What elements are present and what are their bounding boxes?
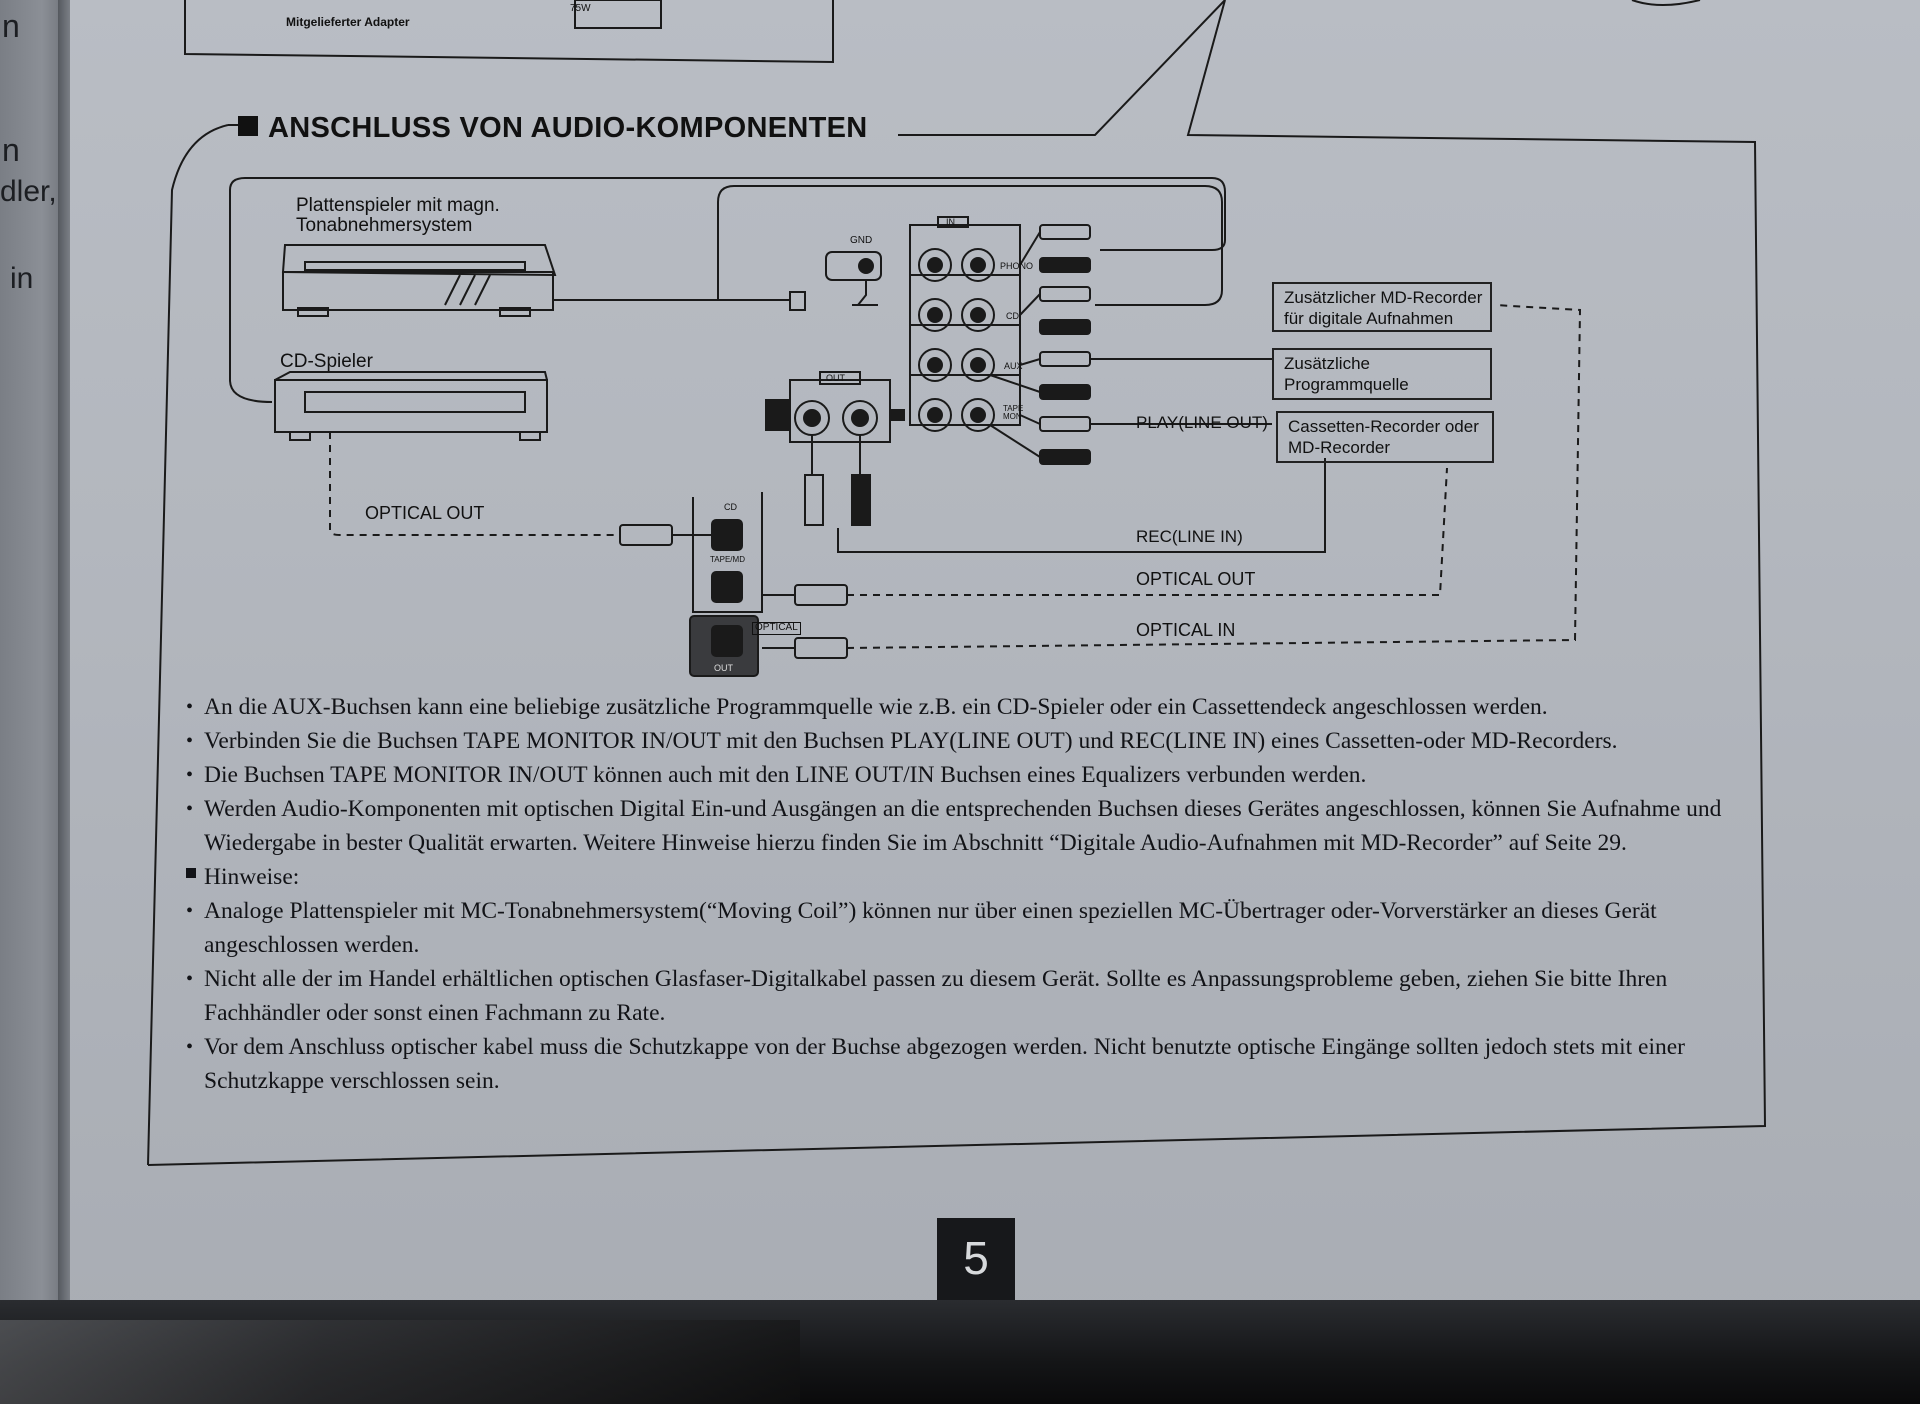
background-fabric: [0, 1320, 800, 1404]
turntable-top: [281, 244, 557, 277]
note-item: Verbinden Sie die Buchsen TAPE MONITOR I…: [186, 724, 1746, 758]
out-label: OUT: [826, 373, 845, 383]
in-label: IN: [946, 217, 955, 227]
optical-out-tape-label: OPTICAL OUT: [1136, 569, 1256, 589]
turntable-label-2: Tonabnehmersystem: [296, 215, 473, 236]
cassette-box: Cassetten-Recorder oder MD-Recorder: [1276, 411, 1494, 463]
optical-cable-in: [846, 304, 1582, 649]
aux-label: AUX: [1004, 361, 1023, 371]
cd-player-label: CD-Spieler: [280, 351, 373, 372]
md-recorder-box-line-1: Zusätzlicher MD-Recorder: [1284, 288, 1483, 307]
left-page-fragment: n: [2, 132, 20, 168]
rca-plugs: [1039, 224, 1091, 465]
tape-mon-label: TAPE MON: [1003, 404, 1024, 422]
optical-in-label: OPTICAL IN: [1136, 620, 1236, 640]
notes-section: An die AUX-Buchsen kann eine beliebige z…: [186, 690, 1746, 1098]
optical-jack-column: [692, 492, 763, 613]
section-title-text: ANSCHLUSS VON AUDIO-KOMPONENTEN: [268, 112, 868, 144]
cd-player-body: [274, 379, 548, 433]
adapter-label: Mitgelieferter Adapter: [286, 15, 410, 29]
note-item: An die AUX-Buchsen kann eine beliebige z…: [186, 690, 1746, 724]
pointer-line-left: [898, 0, 1226, 136]
program-source-box-line-2: Programmquelle: [1284, 375, 1409, 395]
optical-tape-label: TAPE/MD: [710, 555, 745, 564]
left-page-fragment: dler,: [0, 175, 57, 208]
hint-item: Nicht alle der im Handel erhältlichen op…: [186, 962, 1746, 1030]
optical-cd-label: CD: [724, 502, 737, 512]
section-frame: [147, 0, 1767, 1166]
cassette-box-line-1: Cassetten-Recorder oder: [1288, 417, 1479, 436]
section-title: ANSCHLUSS VON AUDIO-KOMPONENTEN: [238, 112, 868, 145]
gnd-label: GND: [850, 235, 873, 246]
watt-label: 75W: [570, 3, 591, 14]
rca-jacks: [918, 248, 995, 432]
hint-item: Vor dem Anschluss optischer kabel muss d…: [186, 1030, 1746, 1098]
turntable-label: Plattenspieler mit magn.: [296, 195, 500, 216]
manual-page: [70, 0, 1920, 1330]
adapter-plug: [574, 0, 662, 29]
hint-item: Analoge Plattenspieler mit MC-Tonabnehme…: [186, 894, 1746, 962]
cassette-box-line-2: MD-Recorder: [1288, 438, 1391, 458]
optical-label: OPTICAL: [752, 622, 801, 635]
play-line-out-label: PLAY(LINE OUT): [1136, 413, 1268, 432]
program-source-box: Zusätzliche Programmquelle: [1272, 348, 1492, 400]
cd-jack-label: CD: [1006, 311, 1019, 321]
title-bullet-icon: [238, 116, 258, 136]
section-frame-left: [147, 124, 229, 1166]
top-frame: [184, 0, 834, 64]
optical-out-small-label: OUT: [714, 663, 733, 673]
left-page-fragment: in: [10, 262, 34, 295]
phono-label: PHONO: [1000, 261, 1034, 271]
md-recorder-box-line-2: für digitale Aufnahmen: [1284, 309, 1454, 329]
top-ellipse: [1631, 0, 1701, 6]
hints-heading: Hinweise:: [186, 860, 1746, 894]
left-page-fragment: n: [2, 8, 20, 44]
turntable-body: [282, 271, 554, 311]
optical-cable-cd: [329, 432, 620, 536]
rec-line-in-label: REC(LINE IN): [1136, 527, 1243, 546]
gnd-terminal: [825, 251, 882, 281]
md-recorder-box: Zusätzlicher MD-Recorder für digitale Au…: [1272, 282, 1492, 332]
note-item: Werden Audio-Komponenten mit optischen D…: [186, 792, 1746, 860]
note-item: Die Buchsen TAPE MONITOR IN/OUT können a…: [186, 758, 1746, 792]
optical-cable-out: [847, 467, 1448, 596]
program-source-box-line-1: Zusätzliche: [1284, 354, 1370, 373]
optical-out-cd-label: OPTICAL OUT: [365, 503, 485, 523]
